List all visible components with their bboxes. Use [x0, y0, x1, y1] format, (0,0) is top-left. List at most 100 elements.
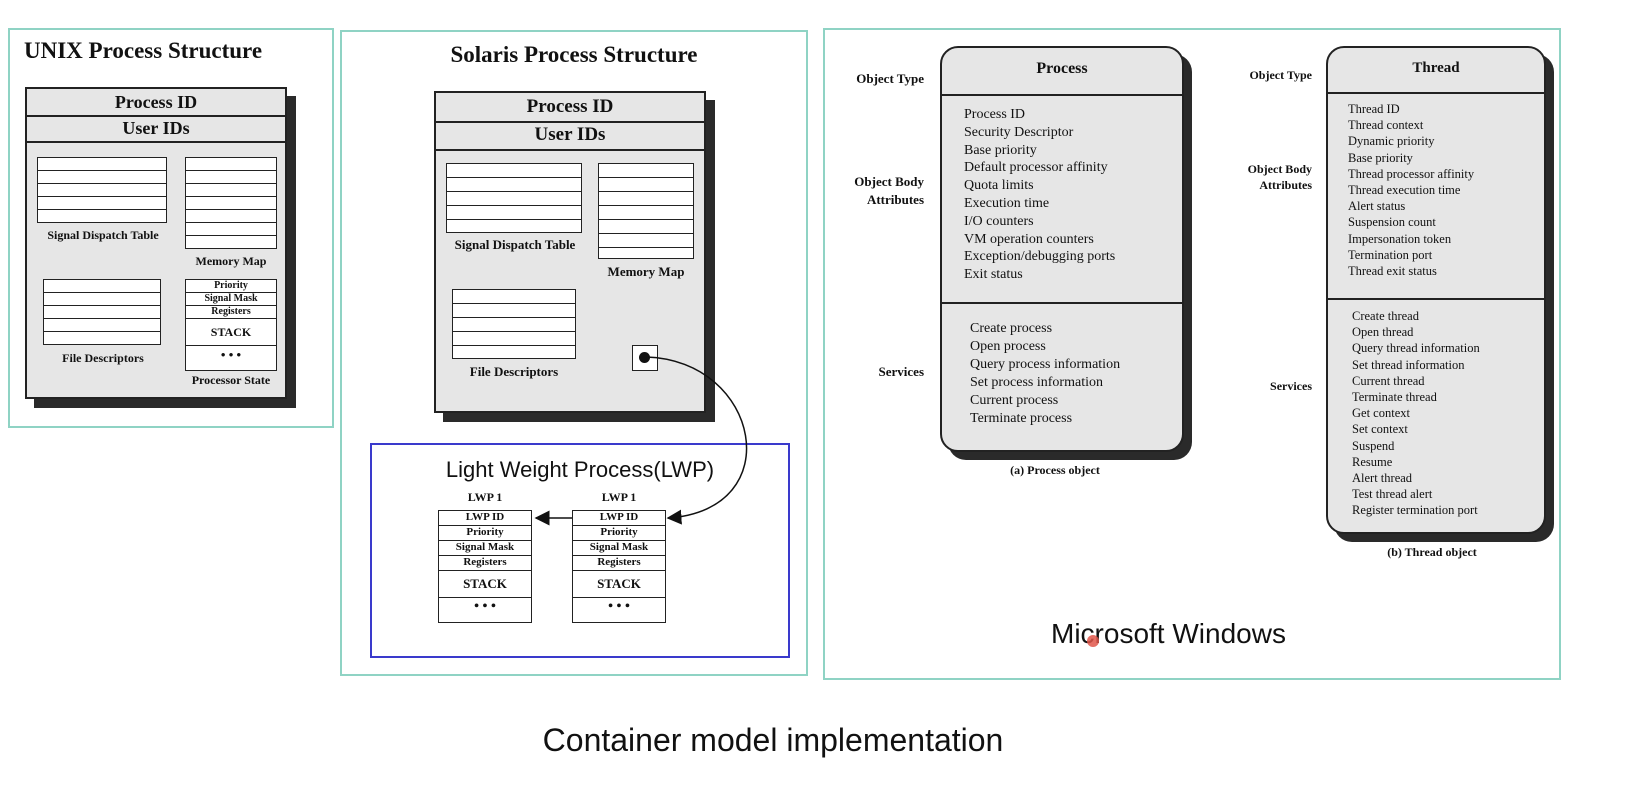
list-item: Alert thread: [1352, 471, 1413, 486]
lwp-1-registers: Registers: [439, 556, 531, 571]
list-item: Open thread: [1352, 325, 1414, 340]
lwp-1-priority: Priority: [439, 526, 531, 541]
list-item: Set process information: [970, 375, 1103, 390]
lwp-2-registers: Registers: [573, 556, 665, 571]
list-item: Execution time: [964, 195, 1050, 211]
list-item: VM operation counters: [964, 231, 1094, 247]
list-item: Alert status: [1348, 199, 1406, 214]
unix-signal-table-lines: [37, 157, 167, 223]
list-item: Exit status: [964, 267, 1023, 283]
list-item: Set thread information: [1352, 357, 1465, 372]
ps-signal-mask: Signal Mask: [186, 293, 276, 306]
lwp-1-signal-mask: Signal Mask: [439, 541, 531, 556]
unix-memory-map-caption: Memory Map: [195, 254, 267, 268]
unix-file-descriptors-caption: File Descriptors: [62, 351, 144, 365]
list-item: Default processor affinity: [964, 160, 1108, 176]
solaris-memory-map-caption: Memory Map: [607, 264, 685, 279]
footer-title: Container model implementation: [542, 722, 1004, 758]
unix-signal-dispatch-caption: Signal Dispatch Table: [47, 228, 159, 242]
thread-object-body-label-2: Attributes: [1259, 178, 1312, 192]
process-object-body-label-2: Attributes: [866, 192, 924, 207]
thread-object-type-label: Object Type: [1249, 68, 1312, 82]
list-item: Query thread information: [1352, 341, 1480, 356]
list-item: I/O counters: [964, 213, 1034, 229]
list-item: Suspend: [1352, 438, 1395, 453]
cursor-dot: [1087, 635, 1099, 647]
list-item: Register termination port: [1352, 503, 1478, 518]
solaris-process-box: Process ID User IDs Signal Dispatch Tabl…: [434, 91, 706, 413]
unix-process-box: Process ID User IDs Signal Dispatch Tabl…: [25, 87, 287, 399]
thread-object-caption: (b) Thread object: [1387, 545, 1477, 559]
list-item: Thread execution time: [1348, 183, 1461, 198]
solaris-signal-table-lines: [446, 163, 582, 233]
list-item: Query process information: [970, 357, 1121, 372]
ps-ellipsis: • • •: [220, 347, 242, 362]
list-item: Current process: [970, 393, 1059, 408]
list-item: Base priority: [1348, 150, 1413, 165]
ps-stack: STACK: [186, 319, 276, 346]
list-item: Thread exit status: [1348, 264, 1437, 279]
lwp-1-id: LWP ID: [439, 511, 531, 526]
process-to-lwp-arrow: [645, 356, 748, 525]
ps-registers: Registers: [186, 306, 276, 319]
ps-priority: Priority: [186, 280, 276, 293]
list-item: Impersonation token: [1348, 231, 1452, 246]
list-item: Suspension count: [1348, 215, 1436, 230]
lwp-1-label: LWP 1: [467, 490, 503, 504]
list-item: Open process: [970, 339, 1046, 354]
lwp-2-stack: STACK: [573, 571, 665, 598]
list-item: Process ID: [964, 107, 1026, 122]
list-item: Base priority: [964, 142, 1037, 158]
list-item: Security Descriptor: [964, 124, 1074, 140]
lwp-1-ellipsis: • • •: [474, 599, 496, 614]
lwp-title: Light Weight Process(LWP): [445, 457, 715, 482]
list-item: Quota limits: [964, 178, 1034, 194]
list-item: Test thread alert: [1352, 487, 1433, 502]
list-item: Thread ID: [1348, 102, 1400, 116]
thread-services-label: Services: [1270, 379, 1312, 393]
unix-processor-state-caption: Processor State: [191, 373, 271, 387]
solaris-file-descriptors-caption: File Descriptors: [469, 364, 559, 379]
process-object-type-label: Object Type: [856, 71, 924, 86]
lwp-container: Light Weight Process(LWP): [370, 443, 790, 658]
unix-title: UNIX Process Structure: [24, 38, 263, 63]
list-item: Terminate thread: [1352, 390, 1437, 405]
lwp-2-signal-mask: Signal Mask: [573, 541, 665, 556]
unix-memory-map-lines: [185, 157, 277, 249]
solaris-process-id: Process ID: [436, 93, 704, 123]
process-object-body-label-1: Object Body: [854, 174, 924, 189]
list-item: Current thread: [1352, 373, 1425, 388]
list-item: Thread context: [1348, 118, 1424, 133]
list-item: Resume: [1352, 454, 1393, 469]
lwp-2-ellipsis: • • •: [608, 599, 630, 614]
lwp-2-priority: Priority: [573, 526, 665, 541]
solaris-title: Solaris Process Structure: [450, 42, 698, 67]
lwp-2-label: LWP 1: [601, 490, 637, 504]
lwp-2-id: LWP ID: [573, 511, 665, 526]
list-item: Get context: [1352, 406, 1410, 421]
process-object-name: Process: [942, 48, 1182, 96]
list-item: Terminate process: [970, 411, 1073, 426]
lwp-pointer-dot: [639, 352, 650, 363]
lwp-1-table: LWP ID Priority Signal Mask Registers ST…: [438, 510, 532, 623]
list-item: Create thread: [1352, 309, 1419, 323]
list-item: Dynamic priority: [1348, 134, 1435, 149]
unix-process-id: Process ID: [27, 89, 285, 117]
process-object-caption: (a) Process object: [1010, 463, 1100, 477]
unix-user-ids: User IDs: [27, 115, 285, 143]
windows-title: Microsoft Windows: [1051, 618, 1286, 649]
process-services-label: Services: [878, 364, 924, 379]
solaris-user-ids: User IDs: [436, 121, 704, 151]
thread-object-name: Thread: [1328, 48, 1544, 94]
solaris-signal-dispatch-caption: Signal Dispatch Table: [454, 237, 576, 252]
